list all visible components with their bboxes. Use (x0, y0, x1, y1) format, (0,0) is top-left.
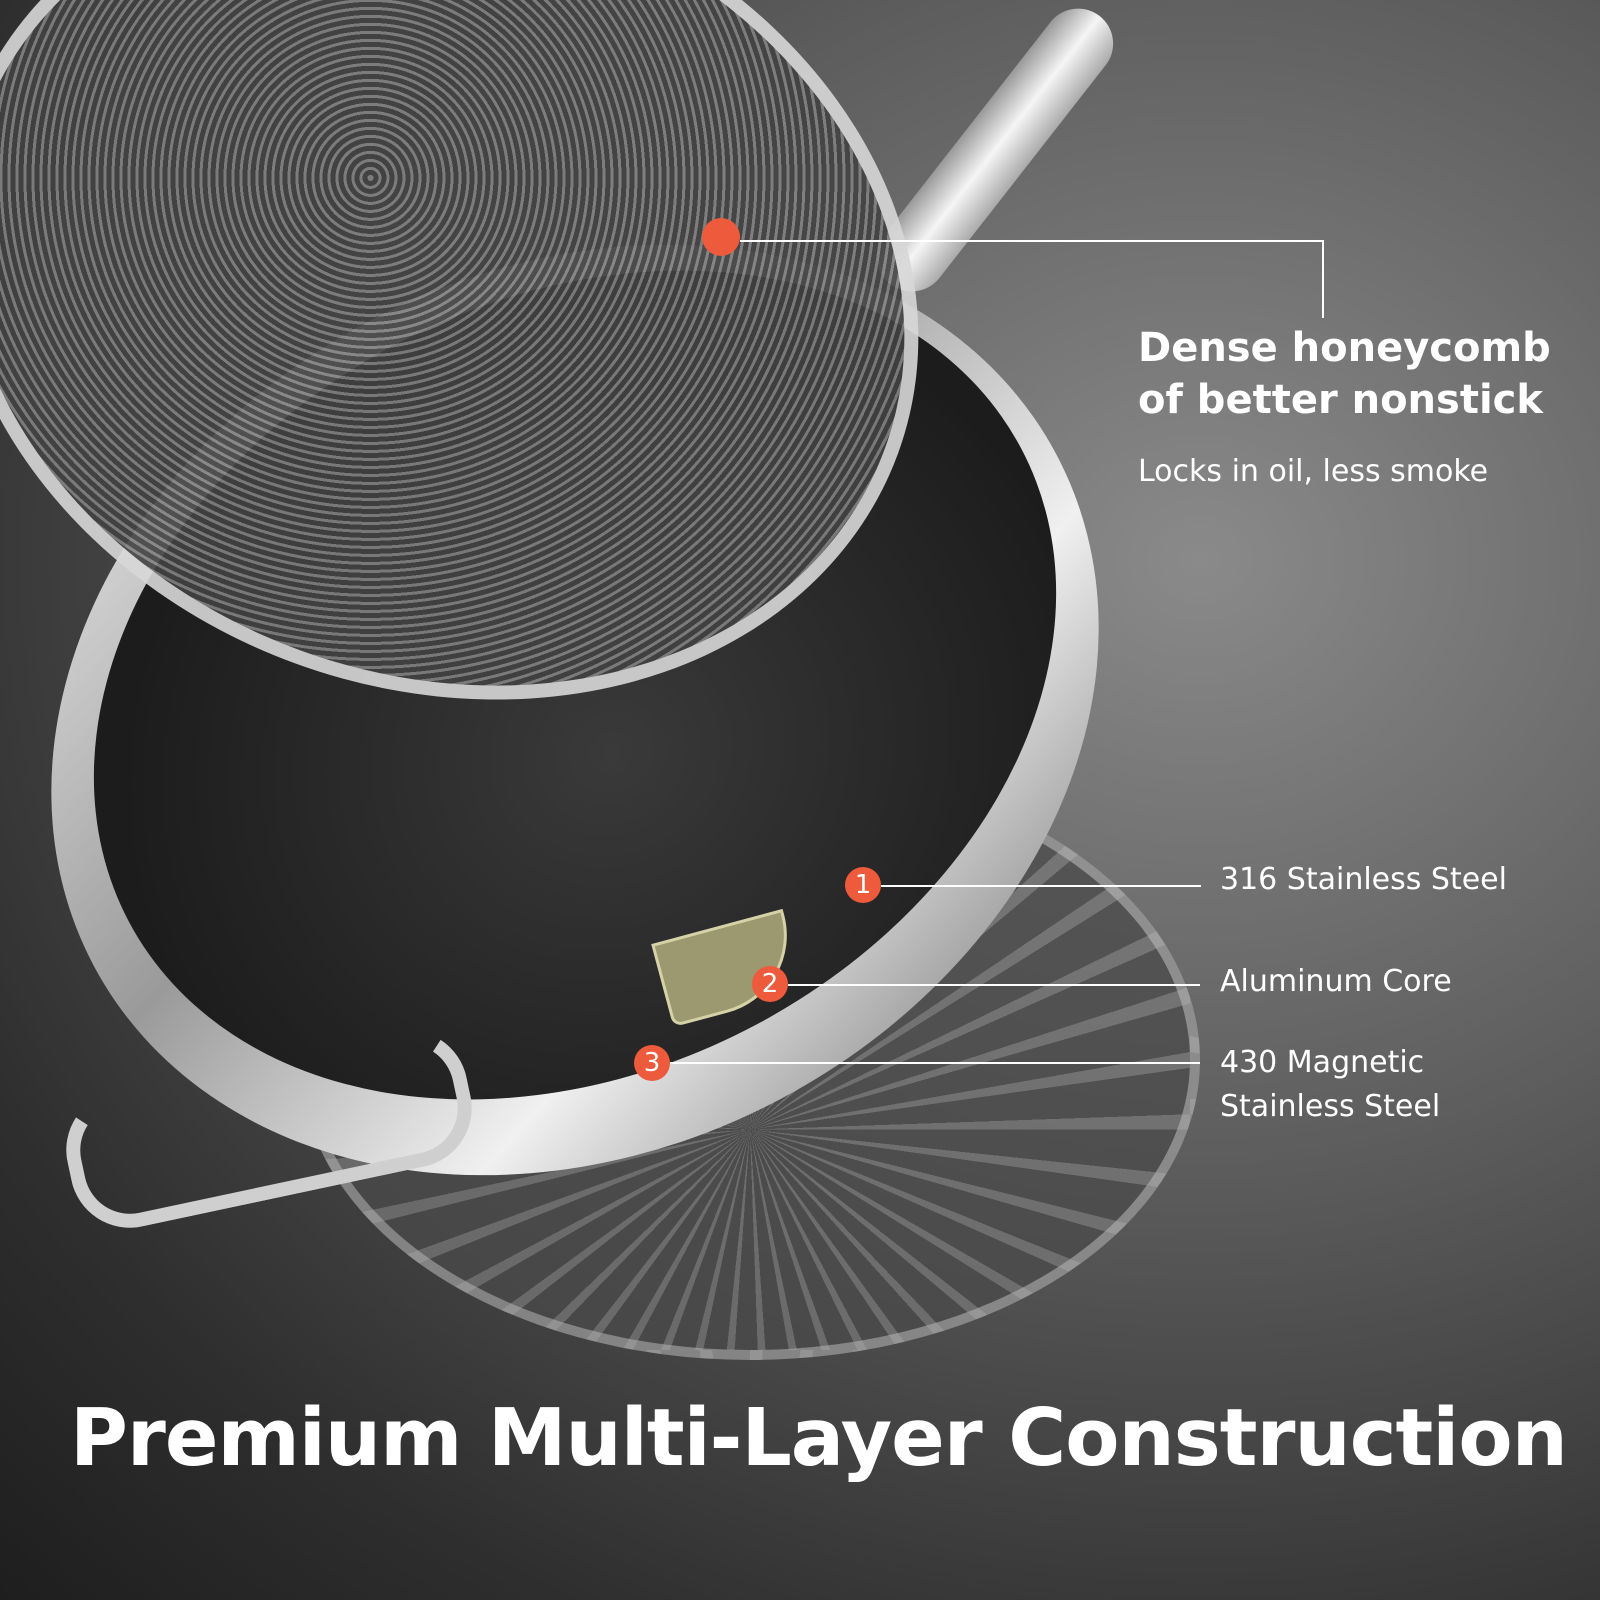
layer-2-label: Aluminum Core (1220, 964, 1452, 999)
layer-1-marker: 1 (845, 867, 881, 903)
layer-2-line (788, 984, 1200, 986)
honeycomb-subtext: Locks in oil, less smoke (1138, 454, 1489, 489)
layer-3-label: 430 Magnetic Stainless Steel (1220, 1041, 1440, 1129)
headline-line-2: of better nonstick (1138, 377, 1543, 423)
layer-3-line (670, 1062, 1200, 1064)
layer-1-line (881, 885, 1201, 887)
layer-3-label-line-2: Stainless Steel (1220, 1089, 1441, 1124)
page-title: Premium Multi-Layer Construction (70, 1392, 1568, 1484)
honeycomb-marker (702, 218, 740, 256)
headline-line-1: Dense honeycomb (1138, 325, 1551, 371)
layer-2-marker: 2 (752, 966, 788, 1002)
honeycomb-leader-line (740, 240, 1324, 242)
honeycomb-headline: Dense honeycomb of better nonstick (1138, 322, 1551, 426)
layer-3-label-line-1: 430 Magnetic (1220, 1045, 1425, 1080)
layer-3-marker: 3 (634, 1045, 670, 1081)
layer-1-label: 316 Stainless Steel (1220, 862, 1507, 897)
honeycomb-leader-line-vertical (1322, 240, 1324, 318)
